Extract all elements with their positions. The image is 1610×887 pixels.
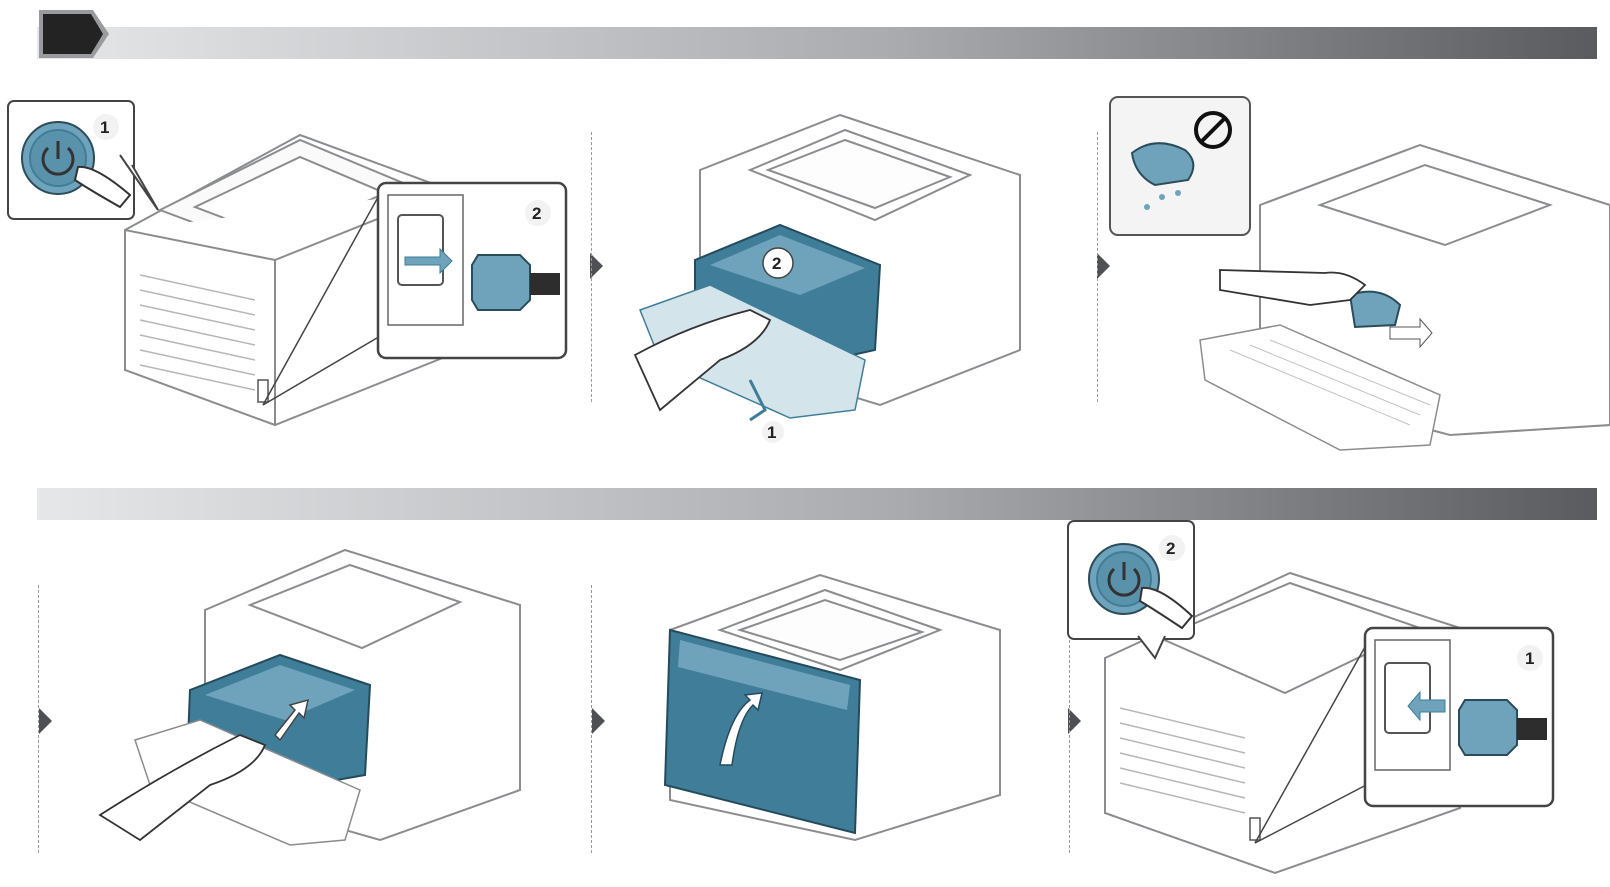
- step-divider: [1097, 132, 1098, 402]
- next-step-arrow-icon: [39, 708, 52, 734]
- step-1-illustration: 1 2: [0, 95, 590, 440]
- section-header-band: [37, 27, 1597, 59]
- step-2-illustration: 2 1: [600, 100, 1090, 445]
- power-button-callout: 1: [8, 101, 158, 219]
- step-6-illustration: 2 1: [1080, 528, 1610, 883]
- callout-number: 2: [772, 254, 781, 273]
- callout-number: 1: [767, 423, 776, 442]
- next-step-arrow-icon: [1097, 253, 1110, 279]
- step-divider: [38, 585, 39, 853]
- callout-number: 1: [1525, 649, 1534, 668]
- step-3-illustration: [1110, 95, 1610, 455]
- caution-callout: [1110, 97, 1250, 235]
- step-4-illustration: [90, 540, 530, 880]
- section-divider-band: [37, 488, 1597, 520]
- step-divider: [591, 585, 592, 853]
- next-step-arrow-icon: [592, 708, 605, 734]
- section-marker-icon: [37, 8, 111, 60]
- callout-number: 2: [532, 204, 541, 223]
- callout-number: 1: [100, 118, 109, 137]
- callout-number: 2: [1166, 539, 1175, 558]
- step-5-illustration: [640, 575, 1010, 885]
- power-button-callout: 2: [1068, 521, 1194, 658]
- step-divider: [591, 132, 592, 402]
